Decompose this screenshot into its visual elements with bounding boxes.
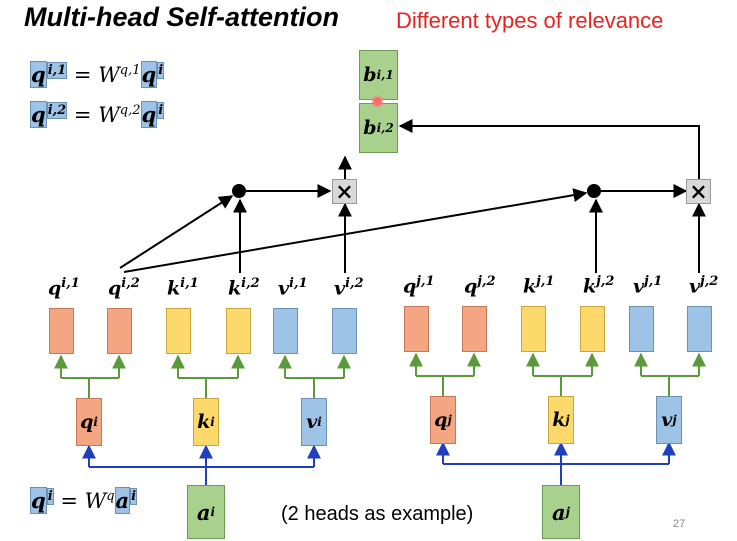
- multiply-node-2: ×: [686, 179, 711, 205]
- input-arrows: [82, 441, 676, 485]
- vector-v-j2: [687, 306, 712, 352]
- heads-note: (2 heads as example): [281, 503, 474, 525]
- vector-v-i2: [332, 308, 357, 354]
- vector-k-j2: [580, 306, 605, 352]
- label-q-i1: qi,1: [48, 276, 80, 300]
- vector-q-i2: [107, 308, 132, 354]
- vector-k-i2: [226, 308, 251, 354]
- split-arrows: [54, 352, 706, 398]
- multiply-node-1: ×: [332, 179, 357, 205]
- label-k-i1: ki,1: [167, 276, 199, 300]
- label-v-j1: vj,1: [633, 274, 663, 298]
- label-q-i2: qi,2: [108, 276, 140, 300]
- page-number: 27: [673, 518, 686, 530]
- label-k-i2: ki,2: [228, 276, 260, 300]
- label-v-j2: vj,2: [689, 274, 719, 298]
- slide-title: Multi-head Self-attention: [24, 2, 339, 32]
- attention-arrows: [119, 119, 706, 273]
- dot-product-node-i: [232, 184, 246, 198]
- slide-subtitle: Different types of relevance: [396, 8, 664, 33]
- dot-product-node-j: [587, 184, 601, 198]
- vector-v-j1: [629, 306, 654, 352]
- cursor-indicator: [373, 97, 382, 106]
- label-k-j2: kj,2: [583, 274, 615, 298]
- vector-v-i1: [273, 308, 298, 354]
- vector-q-j2: [462, 306, 487, 352]
- label-v-i2: vi,2: [334, 276, 364, 300]
- vector-k-i1: [166, 308, 191, 354]
- label-k-j1: kj,1: [523, 274, 555, 298]
- label-v-i1: vi,1: [278, 276, 308, 300]
- vector-q-i1: [49, 308, 74, 354]
- label-q-j1: qj,1: [403, 274, 435, 298]
- label-q-j2: qj,2: [464, 274, 496, 298]
- vector-k-j1: [521, 306, 546, 352]
- vector-q-j1: [404, 306, 429, 352]
